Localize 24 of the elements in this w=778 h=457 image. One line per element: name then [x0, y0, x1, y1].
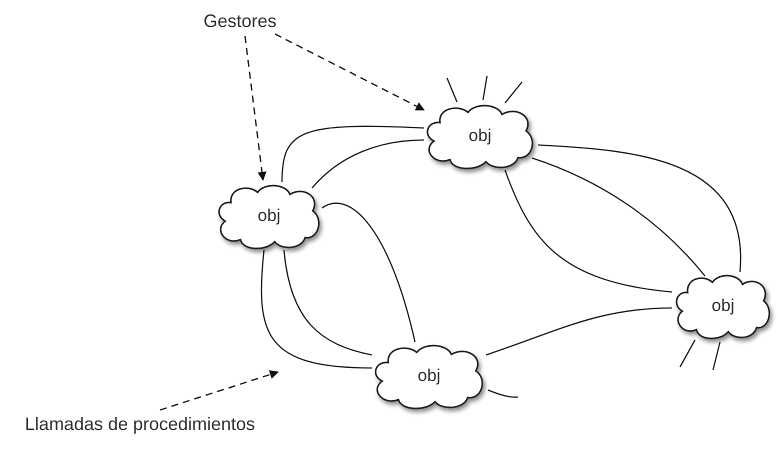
connector-line — [283, 250, 372, 356]
dashed-arrow — [274, 33, 425, 111]
line-stub — [482, 76, 488, 100]
object-label: obj — [468, 125, 492, 148]
annotation-text: Llamadas de procedimientos — [24, 412, 256, 436]
annotation-text: Gestores — [203, 10, 277, 32]
connector-line — [312, 139, 424, 188]
connector-line — [486, 307, 672, 356]
connector-line — [538, 144, 741, 272]
dashed-arrow — [244, 36, 266, 181]
line-stub — [504, 82, 522, 104]
line-stub — [712, 342, 721, 370]
connector-line — [260, 250, 372, 369]
line-stub — [679, 340, 696, 368]
dashed-arrow — [160, 370, 279, 411]
line-stub — [488, 389, 518, 398]
connector-line — [532, 157, 706, 276]
connector-line — [504, 170, 672, 293]
connector-line — [322, 202, 416, 342]
object-label: obj — [712, 295, 734, 318]
line-stub — [446, 78, 458, 102]
connector-line — [281, 126, 424, 182]
object-label: obj — [258, 205, 280, 228]
object-label: obj — [418, 365, 440, 388]
